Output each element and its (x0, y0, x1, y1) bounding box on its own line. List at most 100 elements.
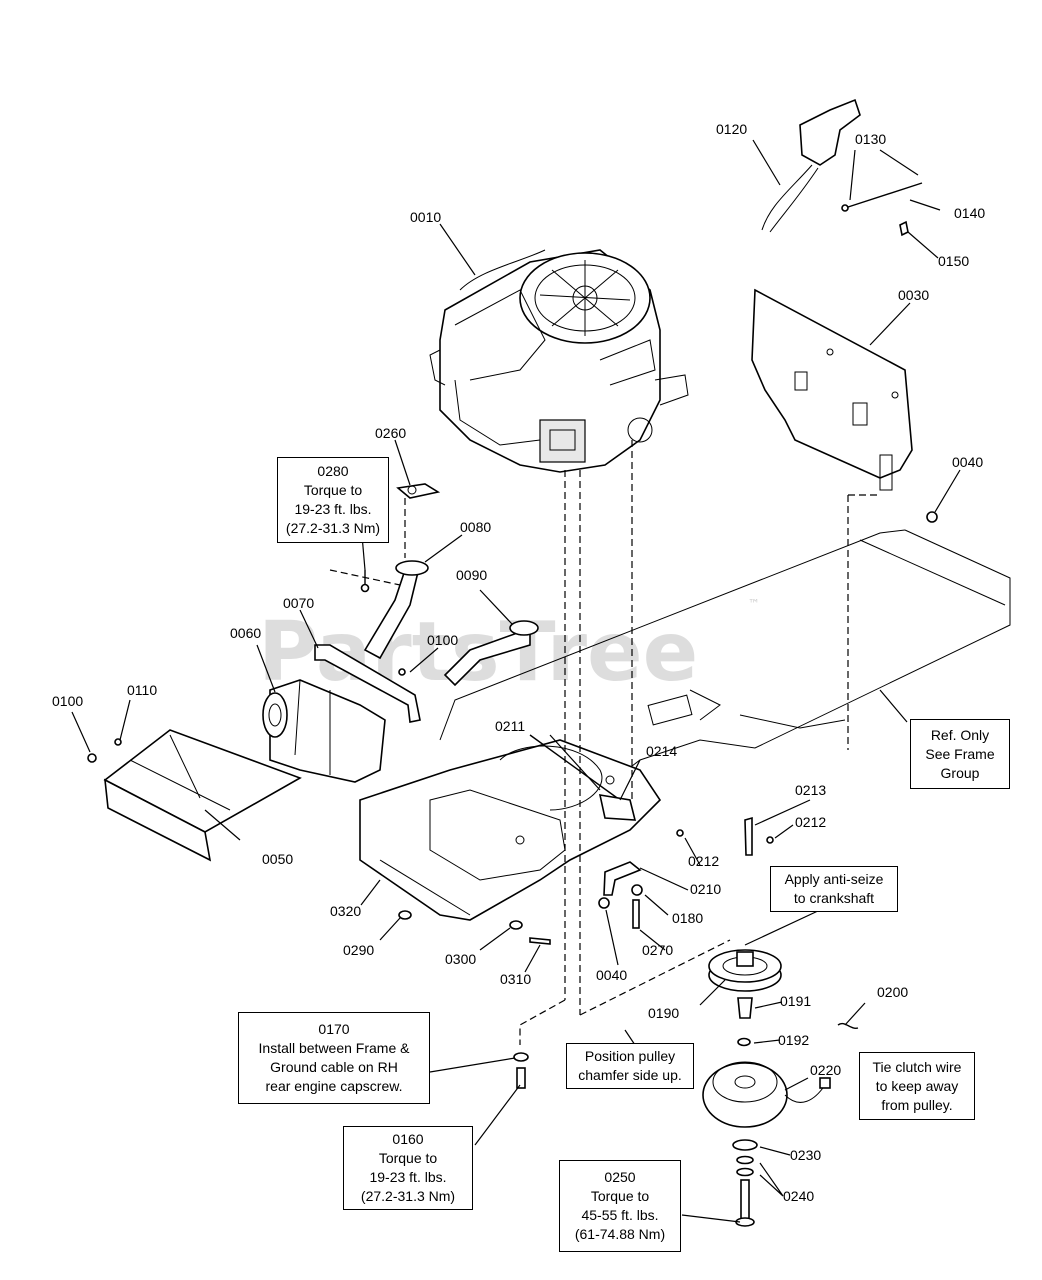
note-ref-only-frame: Ref. Only See Frame Group (910, 719, 1010, 789)
note-clutch-line3: from pulley. (881, 1096, 953, 1113)
callout-0070: 0070 (283, 595, 314, 611)
capscrew-0040-lower (598, 897, 610, 909)
callout-0190: 0190 (648, 1005, 679, 1021)
washer-0180 (631, 884, 643, 896)
callout-0060: 0060 (230, 625, 261, 641)
callout-0310: 0310 (500, 971, 531, 987)
bolt-0250 (735, 1179, 755, 1227)
callout-0220: 0220 (810, 1062, 841, 1078)
callout-0090: 0090 (456, 567, 487, 583)
leader-lines (71, 139, 961, 1223)
note-0250-torque: 0250 Torque to 45-55 ft. lbs. (61-74.88 … (559, 1160, 681, 1252)
note-clutch-line1: Tie clutch wire (872, 1058, 962, 1075)
screw-0212 (676, 829, 774, 844)
shield-0030 (751, 288, 913, 491)
note-0160-line4: (27.2-31.3 Nm) (360, 1188, 456, 1204)
callout-0040-upper: 0040 (952, 454, 983, 470)
callout-0200: 0200 (877, 984, 908, 1000)
note-clutch-wire: Tie clutch wire to keep away from pulley… (859, 1052, 975, 1120)
callout-0211: 0211 (495, 718, 525, 734)
washers-0240 (736, 1155, 754, 1177)
callout-0010: 0010 (410, 209, 441, 225)
screw-0100-left (87, 753, 97, 763)
note-0160-line3: 19-23 ft. lbs. (369, 1169, 447, 1185)
bracket-0214 (598, 794, 637, 821)
note-0280-line3: 19-23 ft. lbs. (294, 501, 372, 517)
note-pulley-line1: Position pulley (584, 1048, 676, 1064)
callout-labels: 0010 0030 0040 0050 0060 0070 0080 0090 … (52, 121, 985, 1204)
note-ref-line1: Ref. Only (930, 726, 990, 743)
bolt-0270 (632, 899, 640, 929)
nut-0290 (398, 910, 412, 920)
note-0170-ground: 0170 Install between Frame & Ground cabl… (238, 1012, 430, 1104)
note-0160-line1: 0160 (392, 1131, 424, 1147)
washer-0230 (732, 1139, 758, 1151)
note-pulley-line2: chamfer side up. (578, 1067, 682, 1083)
pulley-0190 (708, 949, 782, 992)
callout-0212-lower: 0212 (688, 853, 719, 869)
note-anti-seize: Apply anti-seize to crankshaft (770, 866, 898, 912)
note-0250-line4: (61-74.88 Nm) (574, 1226, 666, 1242)
callout-0100-left: 0100 (52, 693, 83, 709)
throttle-control-0120 (761, 98, 861, 233)
callout-0050: 0050 (262, 851, 293, 867)
watermark-trademark: ™ (748, 597, 760, 611)
callout-0240: 0240 (783, 1188, 814, 1204)
callout-0180: 0180 (672, 910, 703, 926)
note-0170-line3: Ground cable on RH (270, 1059, 398, 1075)
callout-0030: 0030 (898, 287, 929, 303)
note-pulley-chamfer: Position pulley chamfer side up. (566, 1043, 694, 1089)
callout-0213: 0213 (795, 782, 826, 798)
muffler-bracket-0070 (314, 644, 421, 723)
callout-0192: 0192 (778, 1032, 809, 1048)
note-0250-line1: 0250 (604, 1169, 636, 1185)
callout-0210: 0210 (690, 881, 721, 897)
alignment-lines (329, 440, 878, 1045)
exhaust-pipe-0090 (443, 620, 539, 687)
note-0280-torque: 0280 Torque to 19-23 ft. lbs. (27.2-31.3… (277, 457, 389, 543)
callout-0320: 0320 (330, 903, 361, 919)
note-0280-line2: Torque to (303, 482, 363, 498)
callout-0150: 0150 (938, 253, 969, 269)
note-seize-line2: to crankshaft (793, 890, 875, 906)
callout-0100-right: 0100 (427, 632, 458, 648)
callout-0140: 0140 (954, 205, 985, 221)
note-0250-line3: 45-55 ft. lbs. (581, 1207, 659, 1223)
capscrew-0040-upper (926, 511, 938, 523)
muffler-0060 (262, 679, 386, 783)
engine-mount-plate-0320 (359, 739, 662, 921)
callout-0212-upper: 0212 (795, 814, 826, 830)
bracket-0213 (744, 816, 753, 856)
capscrew-0160 (516, 1067, 526, 1089)
callout-0191: 0191 (780, 993, 811, 1009)
note-ref-line3: Group (940, 764, 980, 781)
callout-0040-lower: 0040 (596, 967, 627, 983)
note-0280-line1: 0280 (317, 463, 349, 479)
callout-0230: 0230 (790, 1147, 821, 1163)
callout-0120: 0120 (716, 121, 747, 137)
callout-0214: 0214 (646, 743, 677, 759)
callout-0300: 0300 (445, 951, 476, 967)
note-ref-line2: See Frame (925, 745, 995, 762)
callout-0270: 0270 (642, 942, 673, 958)
callout-0130: 0130 (855, 131, 886, 147)
note-0170-line4: rear engine capscrew. (265, 1078, 403, 1094)
note-0170-line1: 0170 (318, 1021, 350, 1037)
cable-0211 (529, 734, 621, 801)
clutch-0220 (702, 1061, 831, 1128)
rod-0130 (841, 182, 923, 212)
callout-0290: 0290 (343, 942, 374, 958)
washer-0192 (737, 1037, 751, 1047)
engine-0010 (429, 249, 689, 473)
note-0170-line2: Install between Frame & (258, 1040, 410, 1056)
note-0250-line2: Torque to (590, 1188, 650, 1204)
callout-0260: 0260 (375, 425, 406, 441)
nut-0110 (114, 738, 122, 746)
callout-0110: 0110 (127, 682, 157, 698)
ground-nut-0170 (513, 1052, 529, 1062)
note-0160-torque: 0160 Torque to 19-23 ft. lbs. (27.2-31.3… (343, 1126, 473, 1210)
clip-0200 (837, 1022, 859, 1029)
note-0160-line2: Torque to (378, 1150, 438, 1166)
